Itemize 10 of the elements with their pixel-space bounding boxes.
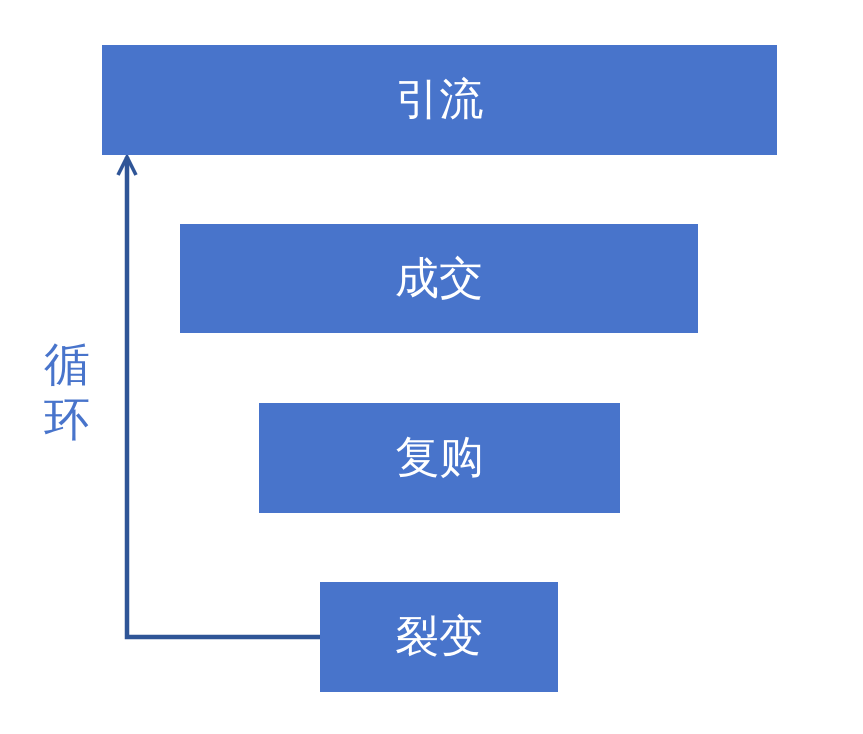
process-box [259, 403, 620, 513]
box-label: 成交 [395, 256, 483, 300]
box-label: 复购 [396, 436, 484, 480]
process-box [102, 45, 777, 155]
process-box [320, 582, 558, 692]
arrow [116, 155, 320, 640]
box-label: 裂变 [395, 615, 483, 659]
edge-label: 循环 [44, 337, 90, 448]
process-box [180, 224, 698, 333]
box-label: 引流 [396, 78, 484, 122]
